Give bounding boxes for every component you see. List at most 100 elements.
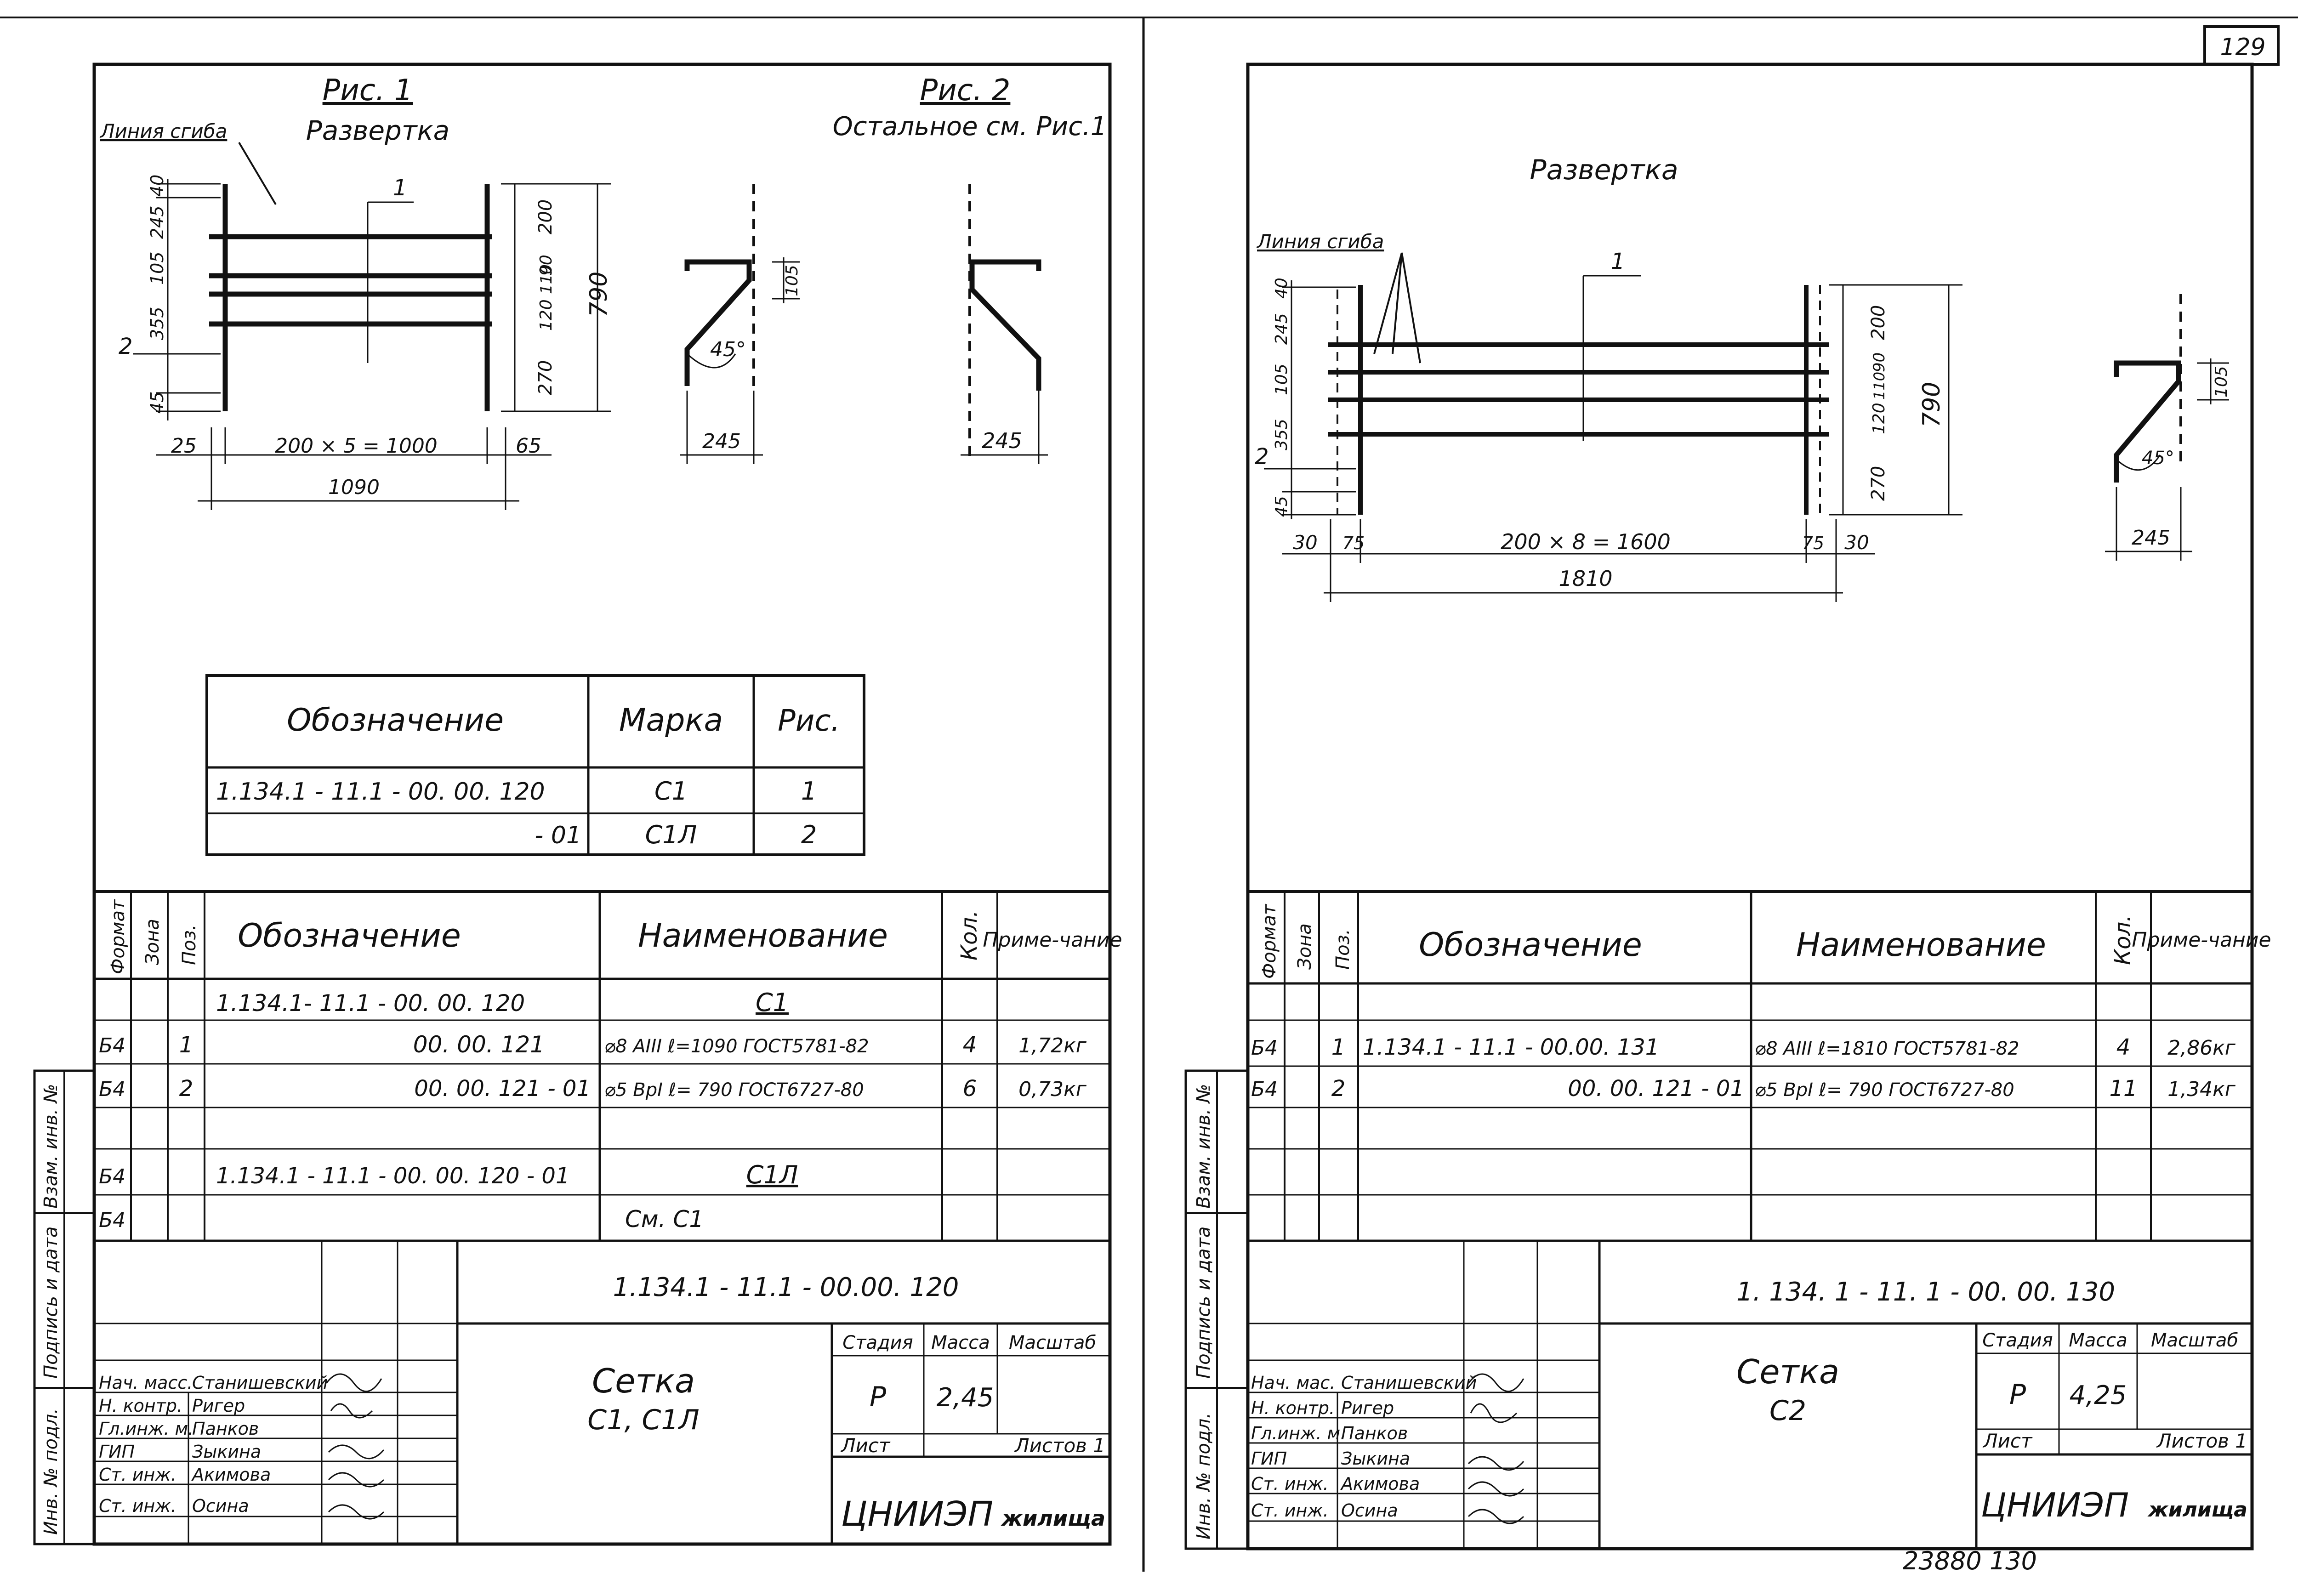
- dim-right-200: 200: [1868, 305, 1889, 340]
- mark-table-cell: 1.134.1 - 11.1 - 00. 00. 120: [216, 778, 545, 806]
- profile-c2: 45° 105 245: [2105, 294, 2231, 561]
- pos2-leader: 2: [119, 334, 133, 359]
- dim-total-length: 1090: [328, 476, 380, 499]
- profile-fig1: 45° 105 245: [680, 184, 802, 464]
- dim-245: 245: [702, 430, 741, 453]
- spec-cell: Б4: [99, 1209, 125, 1232]
- dim-left-245: 245: [147, 205, 167, 239]
- right-side-stamp: Инв. № подл. Подпись и дата Взам. инв. №: [1184, 1069, 1249, 1550]
- dim-grid: 200 × 8 = 1600: [1501, 529, 1671, 554]
- sheets-label: Листов 1: [1014, 1434, 1105, 1457]
- dim-left-45: 45: [147, 392, 167, 414]
- left-title-block: 1.134.1 - 11.1 - 00.00. 120 Сетка С1, С1…: [94, 1241, 1110, 1544]
- person-name: Акимова: [1340, 1474, 1420, 1494]
- dim-left-245: 245: [1272, 313, 1291, 345]
- right-sheet: Инв. № подл. Подпись и дата Взам. инв. №…: [1184, 62, 2271, 1575]
- right-subtitle: Развертка: [1530, 154, 1678, 186]
- person-name: Ригер: [1341, 1398, 1394, 1418]
- person-name: Осина: [1341, 1500, 1398, 1521]
- spec-cell: 0,73кг: [1018, 1078, 1087, 1101]
- spec-header-note: Приме-чание: [983, 928, 1122, 952]
- person-name: Зыкина: [192, 1442, 261, 1462]
- stage-value: Р: [2009, 1379, 2026, 1411]
- person-name: Зыкина: [1341, 1448, 1410, 1469]
- role-label: Гл.инж. м.: [99, 1419, 193, 1439]
- spec-header-zone: Зона: [1294, 923, 1315, 970]
- sheets-label: Листов 1: [2156, 1430, 2247, 1452]
- spec-cell: См. С1: [625, 1206, 704, 1232]
- profile-fig2: 245: [961, 184, 1048, 464]
- spec-cell: Б4: [1251, 1036, 1278, 1060]
- dim-245-fig2: 245: [982, 428, 1022, 453]
- dim-65: 65: [516, 434, 541, 458]
- person-name: Панков: [1341, 1423, 1408, 1443]
- bend-line-label: Линия сгиба: [99, 120, 227, 142]
- dim-30: 30: [1293, 531, 1317, 554]
- person-name: Станишевский: [192, 1373, 328, 1393]
- spec-cell: Б4: [99, 1078, 125, 1101]
- dim-left-40: 40: [1272, 278, 1291, 299]
- dim-total-length: 1810: [1559, 566, 1612, 591]
- spec-header-pos: Поз.: [179, 924, 200, 965]
- spec-header-name: Наименование: [1796, 926, 2046, 964]
- mark-table-cell: С1Л: [645, 820, 697, 849]
- pos1-leader: 1: [1611, 249, 1625, 274]
- fig2-subtitle: Остальное см. Рис.1: [833, 112, 1107, 142]
- title-code: 1. 134. 1 - 11. 1 - 00. 00. 130: [1736, 1277, 2115, 1307]
- pos1-leader: 1: [393, 175, 407, 201]
- title-code: 1.134.1 - 11.1 - 00.00. 120: [613, 1272, 959, 1302]
- signatures: [325, 1373, 385, 1520]
- side-stamp-replace: Взам. инв. №: [40, 1084, 62, 1209]
- spec-cell: С1: [756, 988, 789, 1017]
- side-stamp-replace: Взам. инв. №: [1193, 1084, 1214, 1209]
- side-stamp-sign: Подпись и дата: [40, 1227, 62, 1379]
- person-name: Ригер: [192, 1396, 245, 1416]
- sheet-label: Лист: [1982, 1430, 2033, 1452]
- spec-cell: 1.134.1 - 11.1 - 00.00. 131: [1363, 1034, 1659, 1060]
- bend-line-label: Линия сгиба: [1256, 230, 1384, 253]
- role-label: Ст. инж.: [99, 1496, 176, 1516]
- org-name: жилища: [2147, 1498, 2247, 1522]
- mark-table-cell: 2: [801, 820, 817, 849]
- spec-cell: ⌀5 ВрI ℓ= 790 ГОСТ6727-80: [604, 1079, 864, 1101]
- stage-value: Р: [870, 1381, 887, 1413]
- dim-right-200: 200: [535, 199, 556, 234]
- dim-total-height: 790: [1918, 382, 1945, 427]
- spec-cell: 4: [2116, 1034, 2131, 1060]
- pos2-leader: 2: [1255, 444, 1269, 470]
- spec-cell: 2: [1331, 1076, 1346, 1102]
- mass-label: Масса: [2069, 1330, 2127, 1351]
- dim-grid: 200 × 5 = 1000: [275, 434, 438, 458]
- dim-right-110: 110: [537, 264, 556, 294]
- spec-header-zone: Зона: [142, 919, 163, 965]
- stage-label: Стадия: [1982, 1330, 2053, 1351]
- dim-right-270: 270: [535, 360, 556, 395]
- spec-cell: 1: [1331, 1034, 1346, 1060]
- spec-cell: Б4: [99, 1165, 125, 1188]
- right-title-block: 1. 134. 1 - 11. 1 - 00. 00. 130 Сетка С2…: [1248, 1241, 2252, 1549]
- right-spec-table: Формат Зона Поз. Обозначение Наименовани…: [1248, 890, 2271, 1242]
- dim-25: 25: [171, 434, 197, 458]
- org-logo: ЦНИИЭП: [1981, 1486, 2129, 1524]
- dim-left-355: 355: [1272, 419, 1291, 450]
- mass-label: Масса: [931, 1332, 990, 1353]
- left-side-stamp: Инв. № подл. Подпись и дата Взам. инв. №: [33, 1069, 96, 1545]
- spec-cell: 2: [179, 1076, 193, 1102]
- spec-cell: 1.134.1 - 11.1 - 00. 00. 120 - 01: [216, 1163, 569, 1189]
- spec-header-note: Приме-чание: [2132, 928, 2271, 952]
- title-mark: С2: [1769, 1395, 1806, 1427]
- dim-right-90: 90: [537, 255, 556, 276]
- spec-cell: ⌀8 АIII ℓ=1090 ГОСТ5781-82: [604, 1036, 869, 1057]
- spec-cell: 00. 00. 121 - 01: [414, 1076, 591, 1102]
- mark-table-cell: С1: [654, 777, 688, 806]
- mark-table-cell: - 01: [535, 822, 581, 849]
- dim-left-105: 105: [147, 251, 167, 285]
- scale-label: Масштаб: [2151, 1330, 2238, 1351]
- spec-header-qty: Кол.: [2110, 915, 2136, 965]
- dim-right-270: 270: [1868, 466, 1889, 501]
- dim-right-110: 110: [1871, 372, 1888, 400]
- dim-75: 75: [1802, 533, 1824, 553]
- spec-header-qty: Кол.: [956, 910, 982, 960]
- spec-cell: 6: [963, 1076, 977, 1102]
- mark-table: Обозначение Марка Рис. 1.134.1 - 11.1 - …: [205, 674, 865, 856]
